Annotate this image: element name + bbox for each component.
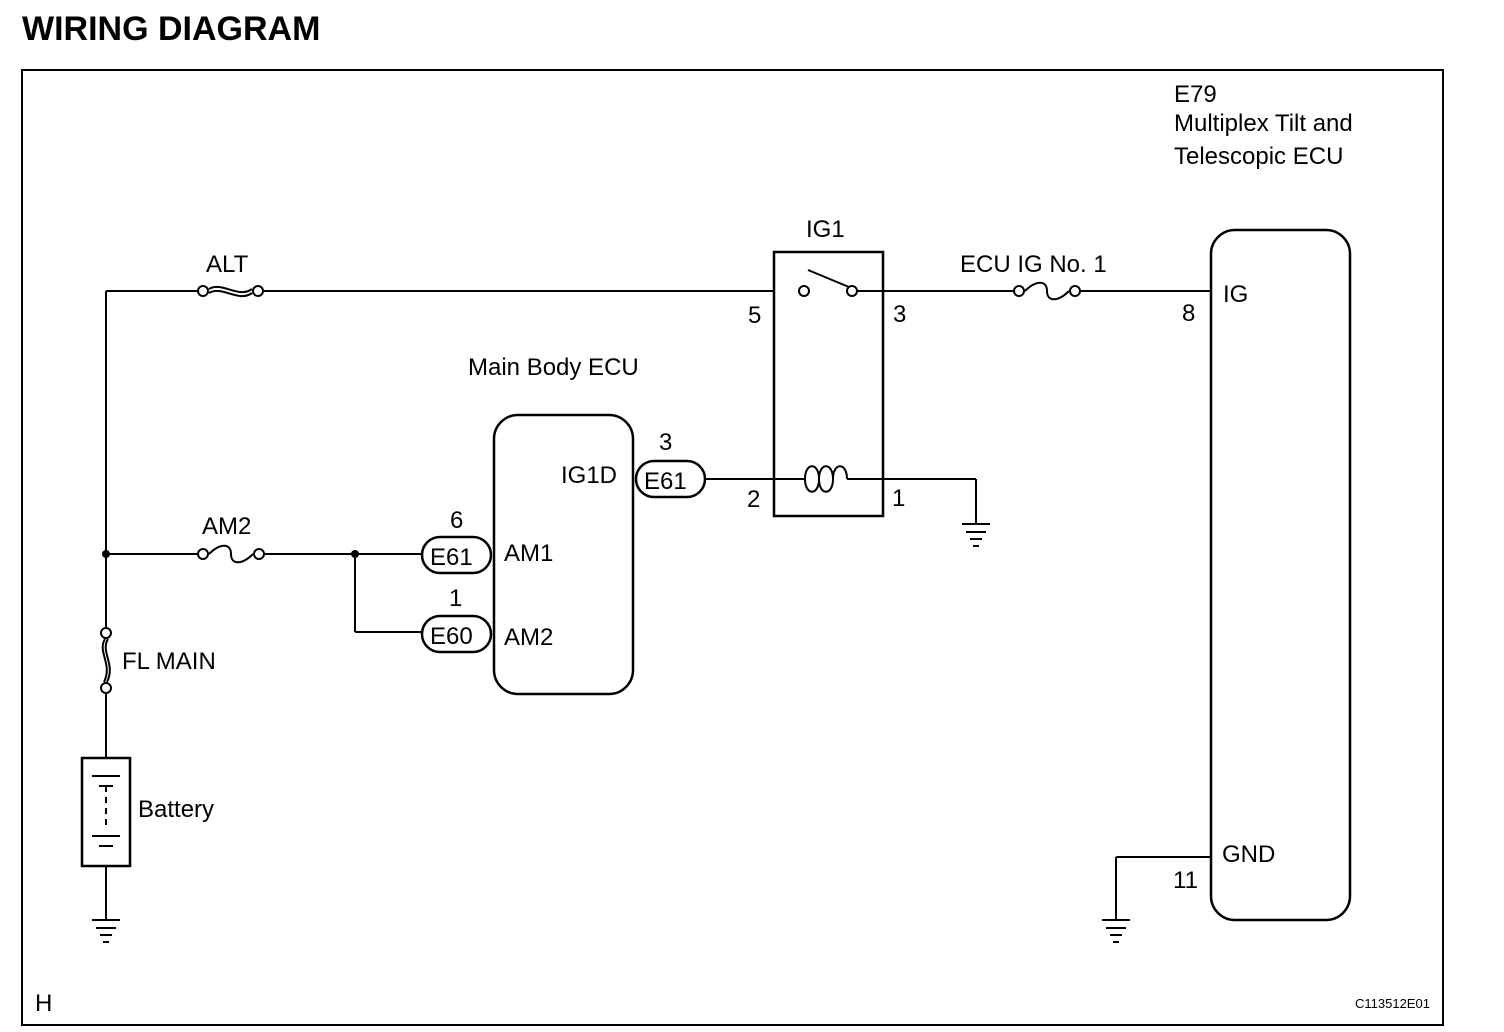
ecu-ig-fuse-label: ECU IG No. 1 xyxy=(960,251,1107,278)
battery-label: Battery xyxy=(138,796,214,823)
main-body-ecu-terminal-am1: AM1 xyxy=(504,540,553,567)
ig1-relay-box xyxy=(772,250,885,518)
alt-fuse-icon xyxy=(197,285,264,298)
battery-icon xyxy=(80,756,132,868)
tilt-ecu-name-line2: Telescopic ECU xyxy=(1174,143,1343,170)
fl-main-label: FL MAIN xyxy=(122,648,216,675)
relay-pin-5: 5 xyxy=(748,302,761,329)
tilt-ecu-terminal-ig: IG xyxy=(1223,281,1248,308)
figure-code: C113512E01 xyxy=(1355,996,1430,1011)
connector-e61-ig1d xyxy=(634,459,707,499)
tilt-ecu-box xyxy=(1209,228,1352,922)
tilt-ecu-name-line1: Multiplex Tilt and xyxy=(1174,110,1353,137)
am1-pin-6: 6 xyxy=(450,507,463,534)
fl-main-fuse-icon xyxy=(100,627,112,694)
main-body-ecu-box xyxy=(492,413,635,696)
relay-pin-1: 1 xyxy=(892,485,905,512)
tilt-ecu-connector: E79 xyxy=(1174,81,1217,108)
connector-e61-am1-label: E61 xyxy=(430,544,473,571)
ecu-ig-fuse-icon xyxy=(1013,281,1081,301)
ig1d-pin-3: 3 xyxy=(659,429,672,456)
am2-fuse-icon xyxy=(197,544,265,564)
relay-switch-icon xyxy=(798,269,858,297)
alt-fuse-label: ALT xyxy=(206,251,249,278)
ground-icon-battery xyxy=(92,919,120,943)
am2-fuse-label: AM2 xyxy=(202,513,251,540)
relay-coil-icon xyxy=(804,465,848,493)
ground-icon-relay xyxy=(962,523,990,547)
relay-pin-2: 2 xyxy=(747,486,760,513)
tilt-ecu-pin-8: 8 xyxy=(1182,300,1195,327)
connector-e60-am2 xyxy=(420,614,493,654)
sheet-letter: H xyxy=(35,990,52,1017)
ig1-relay-label: IG1 xyxy=(806,216,845,243)
tilt-ecu-pin-11: 11 xyxy=(1173,867,1198,894)
connector-e61-am1 xyxy=(420,535,493,575)
connector-e61-ig1d-label: E61 xyxy=(644,468,687,495)
connector-e60-am2-label: E60 xyxy=(430,623,473,650)
main-body-ecu-label: Main Body ECU xyxy=(468,354,639,381)
main-body-ecu-terminal-ig1d: IG1D xyxy=(561,462,617,489)
tilt-ecu-terminal-gnd: GND xyxy=(1222,841,1275,868)
main-body-ecu-terminal-am2: AM2 xyxy=(504,624,553,651)
page-title: WIRING DIAGRAM xyxy=(22,10,320,48)
ground-icon-tilt-ecu xyxy=(1102,919,1130,943)
am2-pin-1: 1 xyxy=(449,585,462,612)
relay-pin-3: 3 xyxy=(893,301,906,328)
diagram-frame xyxy=(21,69,1444,1026)
